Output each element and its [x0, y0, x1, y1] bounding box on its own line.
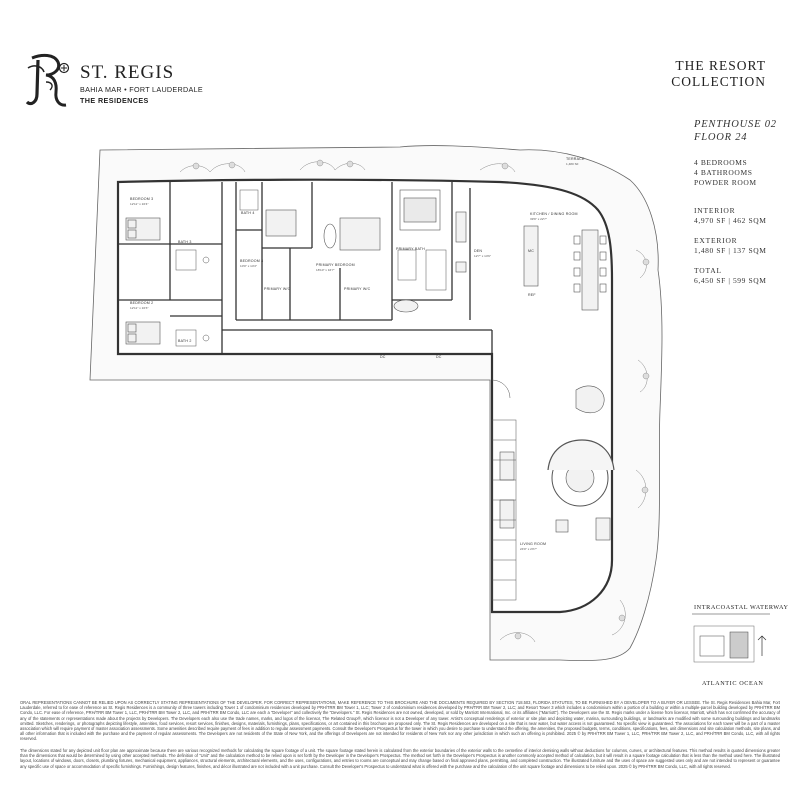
room-label-primary-wic-2: PRIMARY W/C	[344, 287, 371, 291]
st-regis-logo	[25, 53, 70, 107]
unit-name: PENTHOUSE 02	[694, 119, 777, 130]
atlantic-ocean-label: ATLANTIC OCEAN	[702, 680, 764, 687]
room-label-bath-2: BATH 2	[178, 339, 192, 343]
room-label-den: DEN	[474, 249, 482, 253]
unit-heading: PENTHOUSE 02 FLOOR 24	[694, 118, 777, 144]
room-dim-bedroom-2: 12'11" x 16'3"	[130, 306, 148, 310]
room-label-bedroom-3: BEDROOM 3	[130, 197, 153, 201]
disclaimer-paragraph-1: ORAL REPRESENTATIONS CANNOT BE RELIED UP…	[20, 700, 780, 742]
room-label-primary-bedroom: PRIMARY BEDROOM	[316, 263, 355, 267]
area-value: 1,480 SF | 137 SQM	[694, 246, 767, 255]
orientation-key	[692, 613, 770, 663]
room-label-primary-bath: PRIMARY BATH	[396, 247, 425, 251]
room-dim-kitchen-dining: 39'9" x 22'7"	[530, 217, 547, 221]
room-dim-bedroom-3: 12'11" x 16'4"	[130, 202, 148, 206]
area-exterior: EXTERIOR 1,480 SF | 137 SQM	[694, 236, 767, 256]
unit-floor: FLOOR 24	[694, 132, 748, 143]
room-dim-den: 12'7" x 14'6"	[474, 254, 491, 258]
bath-fixtures	[175, 189, 447, 347]
interior-walls	[118, 182, 493, 354]
room-label-terrace: TERRACE	[566, 157, 585, 161]
feature-item: 4 BATHROOMS	[694, 168, 753, 177]
brand-subline: THE RESIDENCES	[80, 96, 149, 105]
intracoastal-waterway-label: INTRACOASTAL WATERWAY	[694, 604, 789, 611]
room-dim-bedroom-4: 10'0" x 14'3"	[240, 264, 257, 268]
room-dim-primary-bedroom: 18'10" x 16'7"	[316, 268, 335, 272]
collection-title: THE RESORT COLLECTION	[646, 58, 766, 90]
furniture	[125, 189, 615, 541]
room-label-dc-1: DC	[380, 355, 386, 359]
room-label-bath-4: BATH 4	[241, 211, 255, 215]
area-label: INTERIOR	[694, 206, 736, 215]
area-total: TOTAL 6,450 SF | 599 SQM	[694, 266, 767, 286]
area-value: 6,450 SF | 599 SQM	[694, 276, 767, 285]
stair	[491, 379, 517, 601]
room-dim-living-room: 24'0" x 23'7"	[520, 547, 537, 551]
room-label-kitchen-dining: KITCHEN / DINING ROOM	[530, 212, 578, 216]
collection-line-2: COLLECTION	[671, 74, 766, 89]
feature-item: 4 BEDROOMS	[694, 158, 748, 167]
room-label-dc-2: DC	[436, 355, 442, 359]
disclaimer-paragraph-2: The dimensions stated for any depicted u…	[20, 748, 780, 769]
room-label-bedroom-2: BEDROOM 2	[130, 301, 153, 305]
room-dim-terrace: 1,480 SF	[566, 162, 579, 166]
room-label-living-room: LIVING ROOM	[520, 542, 546, 546]
room-label-bath-3: BATH 3	[178, 240, 192, 244]
area-interior: INTERIOR 4,970 SF | 462 SQM	[694, 206, 767, 226]
room-label-primary-wic-1: PRIMARY W/C	[264, 287, 291, 291]
north-arrow-icon	[757, 635, 767, 656]
feature-item: POWDER ROOM	[694, 178, 757, 187]
unit-features: 4 BEDROOMS 4 BATHROOMS POWDER ROOM	[694, 158, 757, 188]
floor-plan: BEDROOM 3 12'11" x 16'4" BATH 3 BEDROOM …	[89, 145, 663, 662]
unit-walls	[116, 178, 614, 614]
room-label-bedroom-4: BEDROOM 4	[240, 259, 263, 263]
brand-name: ST. REGIS	[80, 62, 175, 83]
area-label: TOTAL	[694, 266, 722, 275]
brand-location: BAHIA MAR • FORT LAUDERDALE	[80, 85, 203, 94]
room-label-ref: REF	[528, 293, 536, 297]
collection-line-1: THE RESORT	[675, 58, 766, 73]
area-value: 4,970 SF | 462 SQM	[694, 216, 767, 225]
room-label-mc: MC	[528, 249, 534, 253]
area-label: EXTERIOR	[694, 236, 738, 245]
